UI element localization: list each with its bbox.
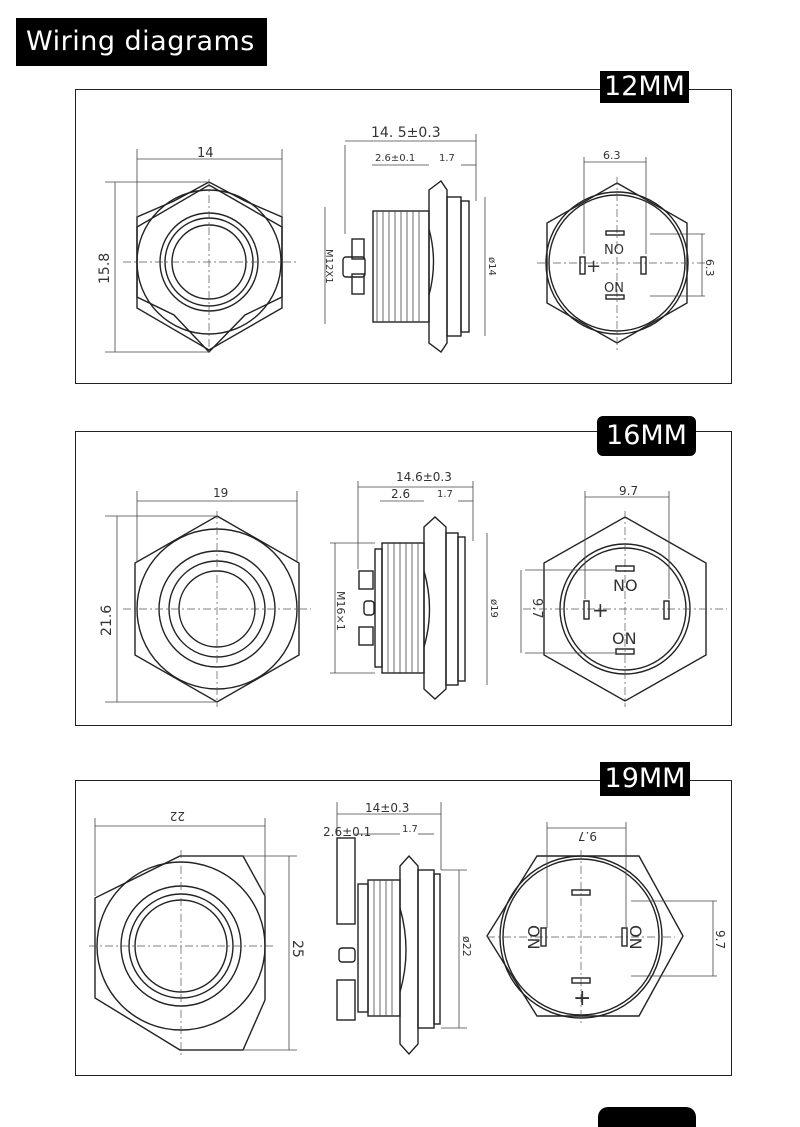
front-height-label: 15.8 [97, 253, 113, 284]
back-top-label: NO [604, 243, 624, 258]
front-height-label: 25 [289, 940, 305, 958]
back-width-label: 6.3 [603, 149, 621, 162]
back-top-label: NO [613, 576, 638, 595]
back-bottom-label: ON [604, 281, 624, 296]
side-length-label: 14. 5±0.3 [371, 125, 441, 141]
side-view-12mm [324, 134, 486, 354]
back-height-label: 9.7 [713, 930, 727, 949]
size-badge-12mm: 12MM [600, 71, 689, 103]
back-height-label: 9.7 [529, 598, 544, 619]
side-length-label: 14.6±0.3 [396, 470, 452, 484]
side-diameter-label: ø22 [460, 936, 473, 957]
side-diameter-label: ø19 [488, 599, 499, 618]
panel-12mm [75, 89, 732, 384]
side-flange-label: 1.7 [439, 153, 455, 164]
panel-16mm [75, 431, 732, 726]
front-view-16mm [105, 491, 311, 707]
back-bottom-label: ON [612, 629, 637, 648]
front-width-label: 22 [170, 809, 185, 823]
diagram-19mm: 22 25 14±0.3 2.6±0.1 1.7 ø22 [89, 801, 727, 1058]
side-gap-label: 2.6 [391, 487, 410, 501]
side-thread-label: M12X1 [323, 249, 334, 284]
size-badge-19mm: 19MM [600, 762, 690, 796]
side-thread-label: M16×1 [334, 591, 347, 631]
side-diameter-label: ø14 [486, 257, 497, 276]
back-width-label: 9.7 [578, 829, 597, 843]
back-plus-label: + [573, 986, 591, 1011]
back-plus-label: + [586, 256, 601, 277]
back-plus-label: + [592, 598, 609, 622]
side-gap-label: 2.6±0.1 [375, 153, 415, 164]
back-left-label: ON [524, 925, 543, 950]
front-width-label: 19 [213, 486, 228, 500]
front-height-label: 21.6 [99, 605, 115, 636]
diagram-12mm: 14 15.8 14. 5±0.3 2.6±0.1 1.7 M12X1 ø14 [97, 125, 716, 354]
side-flange-label: 1.7 [437, 489, 453, 500]
side-view-16mm [330, 481, 488, 700]
back-view-16mm [520, 491, 727, 707]
side-gap-label: 2.6±0.1 [323, 825, 371, 839]
front-width-label: 14 [197, 146, 214, 161]
front-view-19mm [89, 818, 297, 1058]
back-view-19mm [486, 822, 717, 1024]
bottom-badge-stub [598, 1107, 696, 1127]
page-title: Wiring diagrams [16, 18, 267, 66]
back-right-label: ON [626, 925, 645, 950]
front-view-12mm [105, 149, 297, 354]
diagram-16mm: 19 21.6 14.6±0.3 2.6 1.7 M16×1 ø19 [99, 470, 727, 707]
side-length-label: 14±0.3 [365, 801, 409, 815]
size-badge-16mm: 16MM [597, 416, 696, 456]
panel-19mm [75, 780, 732, 1076]
back-width-label: 9.7 [619, 484, 638, 498]
back-height-label: 6.3 [703, 259, 716, 277]
side-view-19mm [336, 802, 467, 1056]
side-flange-label: 1.7 [402, 824, 418, 835]
back-view-12mm [537, 157, 705, 351]
